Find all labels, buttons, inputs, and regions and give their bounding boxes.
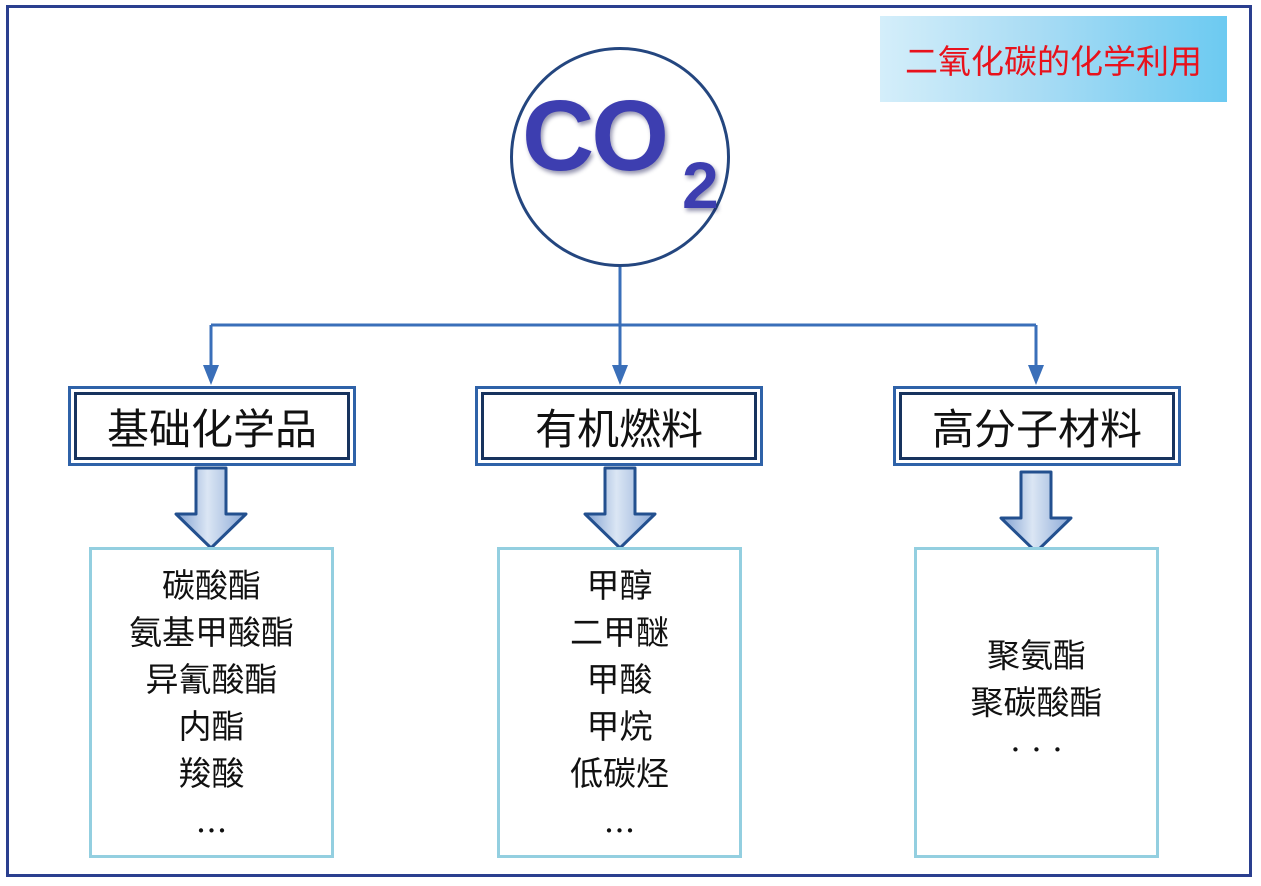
list-item: 碳酸酯 bbox=[162, 565, 261, 605]
list-item: ... bbox=[603, 800, 636, 840]
list-box-organic-fuels: 甲醇 二甲醚 甲酸 甲烷 低碳烃 ... bbox=[497, 547, 742, 858]
co2-subscript: 2 bbox=[682, 148, 719, 222]
outer-frame bbox=[6, 5, 1252, 877]
category-box-basic-chemicals: 基础化学品 bbox=[68, 386, 356, 466]
list-item: 聚碳酸酯 bbox=[970, 683, 1103, 722]
co2-circle bbox=[510, 47, 730, 267]
block-arrow-1 bbox=[174, 466, 248, 550]
co2-formula: CO bbox=[522, 80, 669, 192]
category-label: 有机燃料 bbox=[534, 404, 703, 454]
category-box-organic-fuels: 有机燃料 bbox=[475, 386, 763, 466]
diagram-title: 二氧化碳的化学利用 bbox=[905, 42, 1202, 81]
list-item: 甲烷 bbox=[586, 706, 653, 746]
list-item: 二甲醚 bbox=[570, 612, 669, 652]
list-item: ... bbox=[195, 800, 228, 840]
category-label: 基础化学品 bbox=[106, 404, 317, 454]
list-item: 甲酸 bbox=[586, 659, 653, 699]
list-item: 聚氨酯 bbox=[987, 636, 1086, 675]
list-item: 异氰酸酯 bbox=[145, 659, 278, 699]
block-arrow-3 bbox=[999, 470, 1073, 554]
branch-arrowhead-1 bbox=[203, 365, 219, 385]
category-box-polymer-materials: 高分子材料 bbox=[893, 386, 1181, 466]
branch-arrowhead-2 bbox=[612, 365, 628, 385]
list-item: · · · bbox=[1010, 730, 1063, 769]
list-item: 甲醇 bbox=[586, 565, 653, 605]
category-label: 高分子材料 bbox=[931, 404, 1142, 454]
branch-arrowhead-3 bbox=[1028, 365, 1044, 385]
list-box-basic-chemicals: 碳酸酯 氨基甲酸酯 异氰酸酯 内酯 羧酸 ... bbox=[89, 547, 334, 858]
list-item: 羧酸 bbox=[178, 753, 245, 793]
list-box-polymer-materials: 聚氨酯 聚碳酸酯 · · · bbox=[914, 547, 1159, 858]
list-item: 低碳烃 bbox=[570, 753, 669, 793]
block-arrow-2 bbox=[583, 466, 657, 550]
title-banner: 二氧化碳的化学利用 bbox=[880, 16, 1227, 102]
list-item: 内酯 bbox=[178, 706, 245, 746]
list-item: 氨基甲酸酯 bbox=[129, 612, 294, 652]
